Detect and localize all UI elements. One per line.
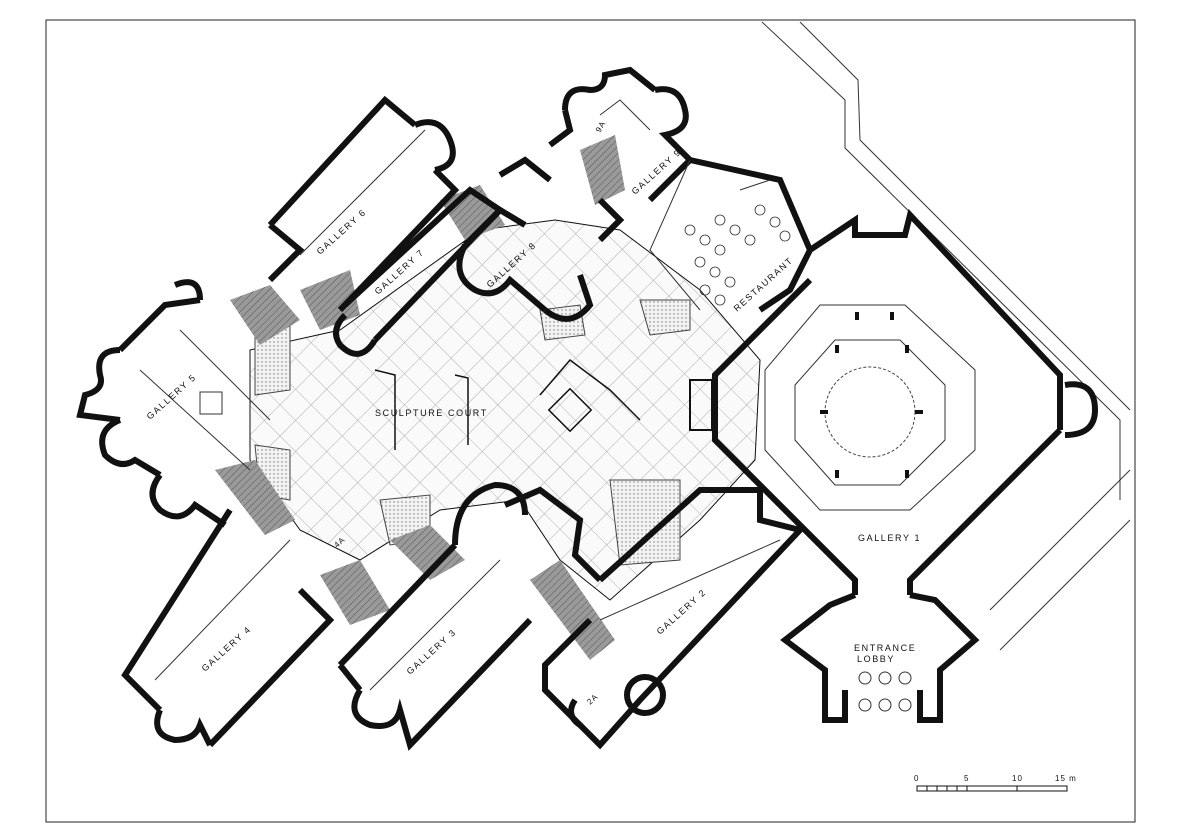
label-entrance-lobby-line1: ENTRANCE (854, 643, 916, 653)
scale-tick-5: 5 (964, 774, 969, 783)
street-edge (761, 21, 1131, 651)
court-features (374, 358, 641, 450)
wing-gallery-5 (76, 279, 271, 528)
label-entrance-lobby-line2: LOBBY (857, 654, 895, 664)
label-gallery-9a: 9A (594, 119, 608, 134)
label-gallery-5: GALLERY 5 (145, 372, 199, 422)
scale-tick-10: 10 (1012, 774, 1023, 783)
label-gallery-1: GALLERY 1 (858, 533, 921, 543)
drawing-frame (45, 19, 1136, 823)
label-gallery-2a: 2A (585, 692, 600, 707)
connecting-corridors (215, 135, 625, 660)
wing-gallery-2 (503, 486, 806, 750)
label-gallery-2: GALLERY 2 (655, 587, 709, 637)
wing-gallery-4 (121, 508, 335, 748)
label-sculpture-court: SCULPTURE COURT (375, 408, 488, 418)
wing-gallery-6-7 (267, 95, 505, 357)
scale-bar: 0 5 10 15 m (914, 774, 1077, 792)
gallery-1-octagon (689, 208, 1099, 595)
label-gallery-4: GALLERY 4 (200, 624, 254, 674)
label-gallery-3: GALLERY 3 (405, 627, 459, 677)
entrance-lobby (780, 592, 980, 723)
scale-tick-15: 15 m (1055, 774, 1077, 783)
scale-tick-0: 0 (914, 774, 919, 783)
wing-gallery-8-9 (456, 66, 695, 322)
